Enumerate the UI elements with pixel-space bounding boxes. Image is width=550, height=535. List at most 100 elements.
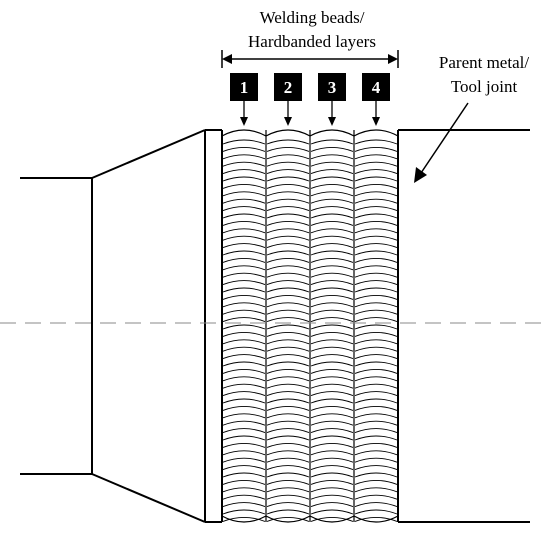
bead-ripple-arc xyxy=(266,487,310,493)
bead-ripple-arc xyxy=(354,161,398,167)
bead-ripple-arc xyxy=(266,442,310,448)
bead-ripple-arc xyxy=(354,465,398,471)
beads-label-line1: Welding beads/ xyxy=(260,8,365,27)
bead-badge: 1 xyxy=(230,73,258,126)
bead-ripple-arc xyxy=(310,376,354,382)
bead-ripple-arc xyxy=(266,435,310,441)
bead-ripple-arc xyxy=(266,198,310,204)
bead-ripple-arc xyxy=(266,183,310,189)
bead-ripple-arc xyxy=(354,265,398,271)
bead-ripple-arc xyxy=(266,280,310,286)
bead-ripple-arc xyxy=(266,302,310,308)
bead-ripple-arc xyxy=(266,339,310,345)
bead-ripple-arc xyxy=(266,383,310,389)
bead-ripple-arc xyxy=(354,324,398,330)
bead-bottom-cap xyxy=(309,515,355,523)
bead-pointer-head xyxy=(328,117,336,126)
parent-metal-label-line1: Parent metal/ xyxy=(439,53,529,72)
bead-ripple-arc xyxy=(222,472,266,478)
bead-ripples xyxy=(266,139,310,522)
bead-ripple-arc xyxy=(354,198,398,204)
bead-ripple-arc xyxy=(354,146,398,152)
bead-ripple-arc xyxy=(266,420,310,426)
bead-ripple-arc xyxy=(222,479,266,485)
bead-ripple-arc xyxy=(222,206,266,212)
bead-ripple-arc xyxy=(266,502,310,508)
bead-ripple-arc xyxy=(310,265,354,271)
bead-badge-box xyxy=(318,73,346,101)
bead-ripple-arc xyxy=(354,213,398,219)
hardband-zone xyxy=(221,129,399,523)
bead-ripple-arc xyxy=(222,428,266,434)
bead-ripple-arc xyxy=(310,450,354,456)
bead-number: 2 xyxy=(284,78,293,97)
bead-ripple-arc xyxy=(354,302,398,308)
bead-ripple-arc xyxy=(310,317,354,323)
bead-number: 3 xyxy=(328,78,337,97)
bead-badge: 2 xyxy=(274,73,302,126)
bead-ripple-arc xyxy=(310,206,354,212)
bead-ripple-arc xyxy=(354,235,398,241)
bead-ripple-arc xyxy=(310,250,354,256)
bead-ripple-arc xyxy=(266,287,310,293)
bead-ripple-arc xyxy=(266,317,310,323)
bead-ripple-arc xyxy=(266,509,310,515)
bead-ripple-arc xyxy=(266,154,310,160)
bead-ripple-arc xyxy=(310,302,354,308)
bead-ripple-arc xyxy=(222,213,266,219)
bead-ripple-arc xyxy=(310,309,354,315)
bead-ripple-arc xyxy=(266,213,310,219)
bead-ripple-arc xyxy=(266,346,310,352)
taper-section xyxy=(91,129,222,523)
bead-ripple-arc xyxy=(222,287,266,293)
bead-ripple-arc xyxy=(310,420,354,426)
bead-ripple-arc xyxy=(310,339,354,345)
bead-ripple-arc xyxy=(222,169,266,175)
bead-ripple-arc xyxy=(310,494,354,500)
bead-ripple-arc xyxy=(354,139,398,145)
bead-ripple-arc xyxy=(266,494,310,500)
span-arrow-right-head xyxy=(388,54,398,64)
bead-ripple-arc xyxy=(354,257,398,263)
bead-pointer-head xyxy=(240,117,248,126)
bead-badge: 3 xyxy=(318,73,346,126)
bead-ripple-arc xyxy=(310,280,354,286)
bead-ripple-arc xyxy=(310,228,354,234)
bead-ripple-arc xyxy=(266,479,310,485)
bead-ripple-arc xyxy=(354,479,398,485)
bead-ripple-arc xyxy=(222,161,266,167)
bead-ripple-arc xyxy=(310,354,354,360)
bead-ripple-arc xyxy=(310,287,354,293)
bead-ripple-arc xyxy=(310,146,354,152)
bead-ripple-arc xyxy=(222,228,266,234)
bead-ripple-arc xyxy=(266,235,310,241)
bead-ripple-arc xyxy=(310,391,354,397)
bead-ripple-arc xyxy=(222,317,266,323)
bead-bottom-cap xyxy=(265,515,311,523)
bead-ripple-arc xyxy=(266,220,310,226)
bead-ripple-arc xyxy=(310,442,354,448)
bead-ripple-arc xyxy=(266,376,310,382)
parent-metal-arrow xyxy=(414,102,469,183)
bead-ripple-arc xyxy=(266,324,310,330)
bead-ripple-arc xyxy=(222,331,266,337)
pipe-body xyxy=(20,177,93,475)
bead-ripple-arc xyxy=(266,472,310,478)
bead-ripple-arc xyxy=(310,361,354,367)
bead-ripple-arc xyxy=(310,435,354,441)
bead-ripple-arc xyxy=(310,465,354,471)
bead-ripple-arc xyxy=(222,154,266,160)
bead-ripple-arc xyxy=(222,139,266,145)
bead-ripple-arc xyxy=(222,465,266,471)
bead-ripple-arc xyxy=(354,398,398,404)
bead-bottom-cap xyxy=(221,515,267,523)
bead-ripple-arc xyxy=(222,257,266,263)
welding-beads xyxy=(221,129,399,523)
bead-ripple-arc xyxy=(310,272,354,278)
bead-top-cap xyxy=(353,129,399,137)
bead-ripple-arc xyxy=(222,502,266,508)
bead-ripple-arc xyxy=(222,516,266,522)
bead-ripple-arc xyxy=(354,294,398,300)
bead-ripple-arc xyxy=(354,280,398,286)
